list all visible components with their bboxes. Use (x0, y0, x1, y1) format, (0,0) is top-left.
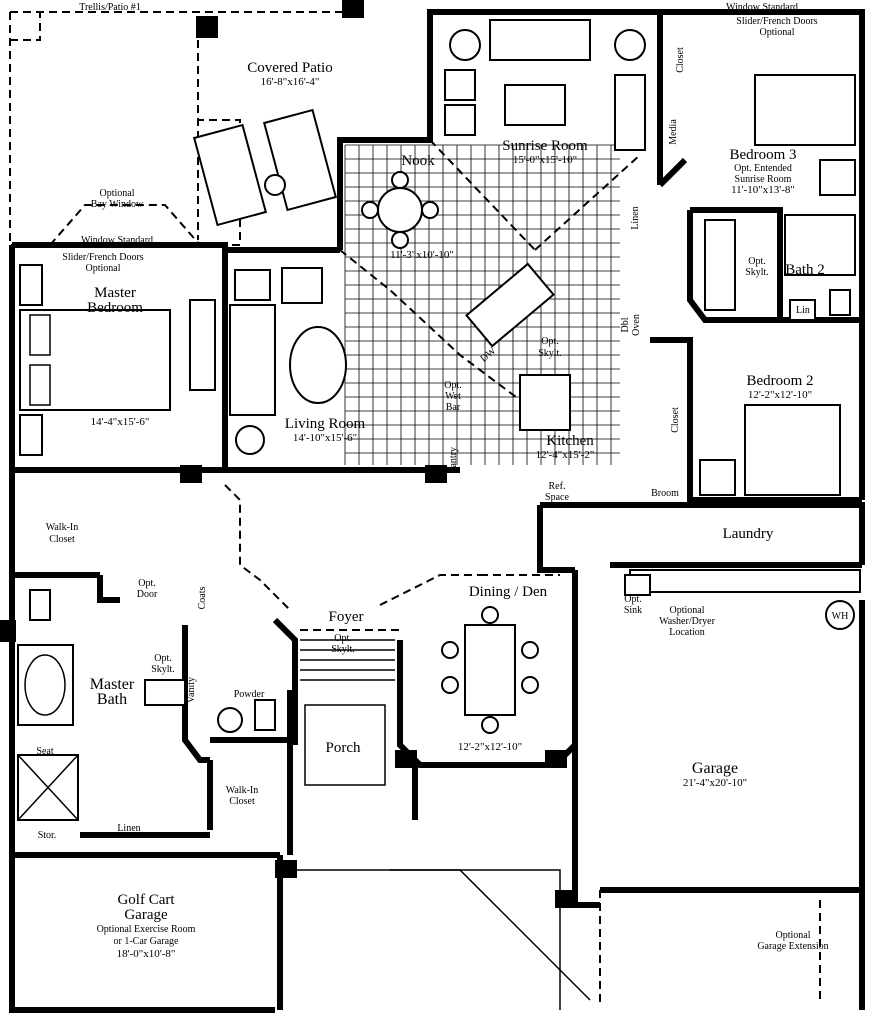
tile-floor (344, 144, 620, 465)
posts (0, 0, 577, 908)
dw-label: DW (478, 345, 498, 364)
walk-in-closet2-2: Closet (229, 796, 255, 807)
bath2-label: Bath 2 (785, 262, 825, 278)
coats-label: Coats (197, 587, 208, 610)
labels: Trellis/Patio #1 Window Standard Slider/… (36, 2, 848, 960)
nook-label: Nook (401, 153, 435, 169)
washer-3: Location (669, 627, 705, 638)
walk-in-closet2-1: Walk-In (226, 785, 259, 796)
walls (9, 9, 865, 1013)
walk-in-closet-2: Closet (49, 534, 75, 545)
opt-skylt-foyer-1: Opt. (334, 633, 352, 644)
golf-label-3: Optional Exercise Room (97, 924, 196, 935)
bedroom2-dim: 12'-2"x12'-10" (748, 389, 812, 401)
slider-br3-label-2: Optional (760, 27, 795, 38)
dining-den-dim: 12'-2"x12'-10" (458, 741, 522, 753)
optional-bay-label-2: Bay Window (91, 199, 144, 210)
sunrise-room-dim: 15'-0"x15'-10" (513, 154, 577, 166)
dbl-oven-2: Oven (631, 314, 642, 336)
opt-skylt-foyer-2: Skylt. (331, 644, 355, 655)
stor-label: Stor. (38, 830, 57, 841)
bedroom3-opt-1: Opt. Entended (734, 163, 792, 174)
broom-label: Broom (651, 488, 679, 499)
opt-wet-bar-3: Bar (446, 402, 461, 413)
porch-label: Porch (326, 740, 361, 756)
golf-label-1: Golf Cart (117, 892, 175, 908)
bedroom3-label: Bedroom 3 (729, 147, 796, 163)
master-bath-1: Master (90, 676, 135, 693)
slider-br3-label-1: Slider/French Doors (736, 16, 817, 27)
laundry-label: Laundry (723, 526, 774, 542)
covered-patio-label: Covered Patio (247, 60, 332, 76)
patio-outlines (9, 11, 360, 246)
garage-dim: 21'-4"x20'-10" (683, 777, 747, 789)
furniture (17, 19, 861, 1010)
ref-space-1: Ref. (549, 481, 566, 492)
vanity-label: Vanity (186, 677, 197, 703)
nook-dim: 11'-3"x10'-10" (390, 249, 454, 261)
washer-1: Optional (670, 605, 705, 616)
opt-skylt-mbath-1: Opt. (154, 653, 172, 664)
closet-br2-label: Closet (670, 407, 681, 433)
living-room-label: Living Room (285, 416, 366, 432)
powder-label: Powder (234, 689, 265, 700)
opt-wet-bar-1: Opt. (444, 380, 462, 391)
walk-in-closet-1: Walk-In (46, 522, 79, 533)
lin-label: Lin (796, 305, 810, 316)
garage-label: Garage (692, 760, 738, 777)
opt-skylt-bath2-1: Opt. (748, 256, 766, 267)
master-bedroom-label-1: Master (94, 285, 136, 301)
bedroom3-dim: 11'-10"x13'-8" (731, 184, 795, 196)
foyer-label: Foyer (329, 609, 364, 625)
linen-top-label: Linen (630, 206, 641, 229)
bedroom2-label: Bedroom 2 (746, 373, 813, 389)
garage-ext-2: Garage Extension (757, 941, 828, 952)
living-room-dim: 14'-10"x15'-6" (293, 432, 357, 444)
bedroom3-opt-2: Sunrise Room (735, 174, 792, 185)
master-bedroom-dim: 14'-4"x15'-6" (91, 416, 150, 428)
opt-skylt-bath2-2: Skylt. (745, 267, 769, 278)
garage-ext-1: Optional (776, 930, 811, 941)
master-bedroom-label-2: Bedroom (87, 300, 143, 316)
media-label: Media (668, 119, 679, 145)
seat-label: Seat (36, 746, 53, 757)
golf-label-2: Garage (124, 907, 168, 923)
opt-sink-2: Sink (624, 605, 642, 616)
opt-skylt-mbath-2: Skylt. (151, 664, 175, 675)
dining-den-label: Dining / Den (469, 584, 548, 600)
slider-mbr-label-1: Slider/French Doors (62, 252, 143, 263)
optional-bay-label-1: Optional (100, 188, 135, 199)
covered-patio-dim: 16'-8"x16'-4" (261, 76, 320, 88)
linen-bottom-label: Linen (117, 823, 140, 834)
trellis-label: Trellis/Patio #1 (79, 2, 141, 13)
sunrise-room-label: Sunrise Room (502, 138, 588, 154)
golf-label-4: or 1-Car Garage (114, 936, 180, 947)
opt-wet-bar-2: Wet (445, 391, 461, 402)
window-standard-top-label: Window Standard (726, 2, 798, 13)
ref-space-2: Space (545, 492, 569, 503)
opt-door-2: Door (137, 589, 158, 600)
opt-skylt-kitchen-2: Skylt. (538, 348, 562, 359)
golf-dim: 18'-0"x10'-8" (117, 948, 176, 960)
wh-label: WH (832, 611, 849, 622)
window-standard-left-label: Window Standard (81, 235, 153, 246)
opt-door-1: Opt. (138, 578, 156, 589)
pantry-label: Pantry (448, 447, 459, 473)
slider-mbr-label-2: Optional (86, 263, 121, 274)
opt-skylt-kitchen-1: Opt. (541, 336, 559, 347)
interior-dashed (224, 139, 821, 1005)
dbl-oven-1: Dbl (620, 317, 631, 332)
washer-2: Washer/Dryer (659, 616, 716, 627)
kitchen-dim: 12'-4"x15'-2" (536, 449, 595, 461)
closet-top-label: Closet (675, 47, 686, 73)
opt-sink-1: Opt. (624, 594, 642, 605)
kitchen-label: Kitchen (546, 433, 594, 449)
master-bath-2: Bath (97, 691, 127, 708)
